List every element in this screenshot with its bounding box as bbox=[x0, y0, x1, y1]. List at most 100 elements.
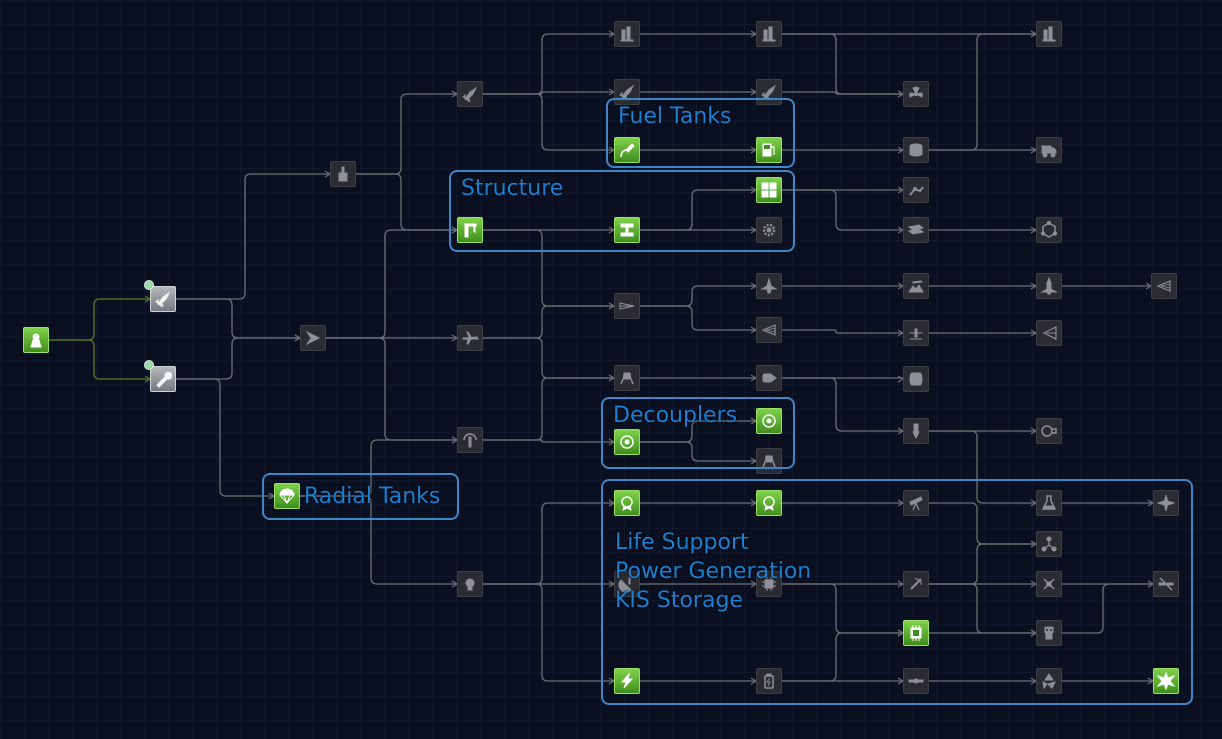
tech-link-basic-science-to-electrics bbox=[483, 502, 614, 585]
tech-link-flight-control-to-landing bbox=[483, 377, 614, 441]
tech-node-landing-legs[interactable] bbox=[756, 448, 782, 474]
tech-node-nanolathing[interactable] bbox=[1036, 137, 1062, 163]
tech-node-hypersonic-flight[interactable] bbox=[1036, 273, 1062, 299]
tech-node-stability[interactable] bbox=[300, 325, 326, 351]
girder-icon bbox=[618, 221, 636, 239]
tech-link-aerodynamics-to-supersonic-flight bbox=[640, 285, 756, 307]
network-icon bbox=[1040, 535, 1058, 553]
tech-node-adv-flight-control[interactable] bbox=[614, 429, 640, 455]
tech-node-adv-electrics[interactable] bbox=[756, 490, 782, 516]
tech-node-miniaturization[interactable] bbox=[756, 217, 782, 243]
tech-node-aerodynamics[interactable] bbox=[614, 293, 640, 319]
tech-node-basic-rocketry[interactable] bbox=[144, 280, 176, 312]
satellite-icon bbox=[1040, 575, 1058, 593]
scoop-icon bbox=[1040, 324, 1058, 342]
tech-node-field-science[interactable] bbox=[903, 418, 929, 444]
tech-node-specialized-construction[interactable] bbox=[756, 177, 782, 203]
telescope-icon bbox=[907, 494, 925, 512]
tech-node-heavier-rocketry[interactable] bbox=[756, 79, 782, 105]
tech-node-start[interactable] bbox=[23, 327, 49, 353]
tech-node-advanced-rocketry[interactable] bbox=[457, 81, 483, 107]
solar-off-icon bbox=[1157, 575, 1175, 593]
tech-node-command-modules[interactable] bbox=[756, 365, 782, 391]
tech-node-heavy-rocketry[interactable] bbox=[614, 21, 640, 47]
lightning-icon bbox=[618, 672, 636, 690]
tech-node-engineering[interactable] bbox=[144, 360, 176, 392]
tech-node-nuclear-propulsion[interactable] bbox=[903, 81, 929, 107]
tech-node-very-heavy-rocketry[interactable] bbox=[756, 21, 782, 47]
tech-link-basic-science-to-basic-power bbox=[483, 583, 614, 682]
truck-icon bbox=[1040, 141, 1058, 159]
tech-node-adv-landing[interactable] bbox=[1036, 571, 1062, 597]
tech-node-high-power-electrics[interactable] bbox=[756, 668, 782, 694]
tech-node-meta-materials[interactable] bbox=[1036, 217, 1062, 243]
lander-icon bbox=[760, 452, 778, 470]
tech-node-adv-exploration[interactable] bbox=[903, 490, 929, 516]
tech-node-adv-aerodynamics[interactable] bbox=[903, 273, 929, 299]
tech-link-field-science-to-adv-science bbox=[929, 430, 1036, 504]
capsule-icon bbox=[760, 369, 778, 387]
tech-link-command-modules-to-field-science bbox=[782, 377, 903, 432]
tech-node-fuel-systems[interactable] bbox=[614, 137, 640, 163]
tech-node-general-construction[interactable] bbox=[457, 217, 483, 243]
tech-link-very-heavy-rocketry-to-nuclear-propulsion bbox=[782, 33, 903, 95]
tech-node-experimental-science[interactable] bbox=[1153, 490, 1179, 516]
tech-link-aviation-to-landing bbox=[483, 337, 614, 379]
mountain-plane-icon bbox=[907, 277, 925, 295]
hex-icon bbox=[1040, 221, 1058, 239]
grid-icon bbox=[760, 181, 778, 199]
tech-node-specialized-electrics[interactable] bbox=[903, 668, 929, 694]
tech-node-aerospace-tech[interactable] bbox=[1036, 320, 1062, 346]
jet-icon bbox=[760, 277, 778, 295]
tech-node-experimental-power[interactable] bbox=[1153, 668, 1179, 694]
tech-node-automation[interactable] bbox=[1036, 531, 1062, 557]
tech-link-general-rocketry-to-advanced-rocketry bbox=[356, 93, 457, 175]
tech-node-space-exploration[interactable] bbox=[614, 571, 640, 597]
tech-node-flight-control[interactable] bbox=[457, 427, 483, 453]
tech-link-adv-exploration-to-automation bbox=[929, 502, 1036, 545]
tower-icon bbox=[1040, 25, 1058, 43]
rocket-stack-icon bbox=[334, 165, 352, 183]
tech-node-precision-engineering[interactable] bbox=[903, 366, 929, 392]
tech-node-electrics[interactable] bbox=[614, 490, 640, 516]
tech-node-adv-unmanned[interactable] bbox=[903, 571, 929, 597]
fin-icon bbox=[304, 329, 322, 347]
tech-node-landing[interactable] bbox=[614, 365, 640, 391]
tech-node-basic-science[interactable] bbox=[457, 571, 483, 597]
tech-node-ion-propulsion[interactable] bbox=[1036, 418, 1062, 444]
tech-node-hypersonic[interactable] bbox=[756, 317, 782, 343]
tech-node-ai[interactable] bbox=[1036, 620, 1062, 646]
tech-node-composites[interactable] bbox=[903, 217, 929, 243]
tech-link-aerodynamics-to-hypersonic bbox=[640, 305, 756, 331]
tech-node-adv-science[interactable] bbox=[1036, 490, 1062, 516]
tech-node-propulsion-systems[interactable] bbox=[614, 79, 640, 105]
fuel-pump-icon bbox=[760, 141, 778, 159]
tech-node-ultra-heavy-rocketry[interactable] bbox=[1036, 21, 1062, 47]
gyro-icon bbox=[618, 433, 636, 451]
tech-node-adv-fuel-systems[interactable] bbox=[756, 137, 782, 163]
tech-link-high-power-electrics-to-large-electrics bbox=[782, 632, 903, 682]
tech-node-adv-metalworks[interactable] bbox=[903, 177, 929, 203]
tech-node-survivability[interactable] bbox=[274, 483, 300, 509]
tech-node-large-electrics[interactable] bbox=[903, 620, 929, 646]
tech-link-general-construction-to-aerodynamics bbox=[483, 229, 614, 307]
tech-node-adv-construction[interactable] bbox=[614, 217, 640, 243]
tech-node-high-altitude[interactable] bbox=[903, 320, 929, 346]
tech-node-basic-power[interactable] bbox=[614, 668, 640, 694]
tech-node-nuclear-power[interactable] bbox=[1036, 668, 1062, 694]
tech-node-large-volume[interactable] bbox=[903, 137, 929, 163]
tech-node-experimental-electrics[interactable] bbox=[1153, 571, 1179, 597]
tech-node-specialized-control[interactable] bbox=[756, 408, 782, 434]
tech-node-experimental-aero[interactable] bbox=[1151, 273, 1177, 299]
tech-node-general-rocketry[interactable] bbox=[330, 161, 356, 187]
tech-node-aviation[interactable] bbox=[457, 325, 483, 351]
antenna-icon bbox=[461, 431, 479, 449]
tech-node-supersonic-flight[interactable] bbox=[756, 273, 782, 299]
tech-link-adv-construction-to-specialized-construction bbox=[640, 189, 756, 231]
tech-link-survivability-to-basic-science bbox=[300, 495, 457, 585]
tech-link-start-to-basic-rocketry bbox=[49, 298, 150, 341]
pod-icon bbox=[27, 331, 45, 349]
sky-plane-icon bbox=[907, 324, 925, 342]
tech-node-electronics[interactable] bbox=[756, 571, 782, 597]
wrench-icon bbox=[154, 370, 172, 388]
